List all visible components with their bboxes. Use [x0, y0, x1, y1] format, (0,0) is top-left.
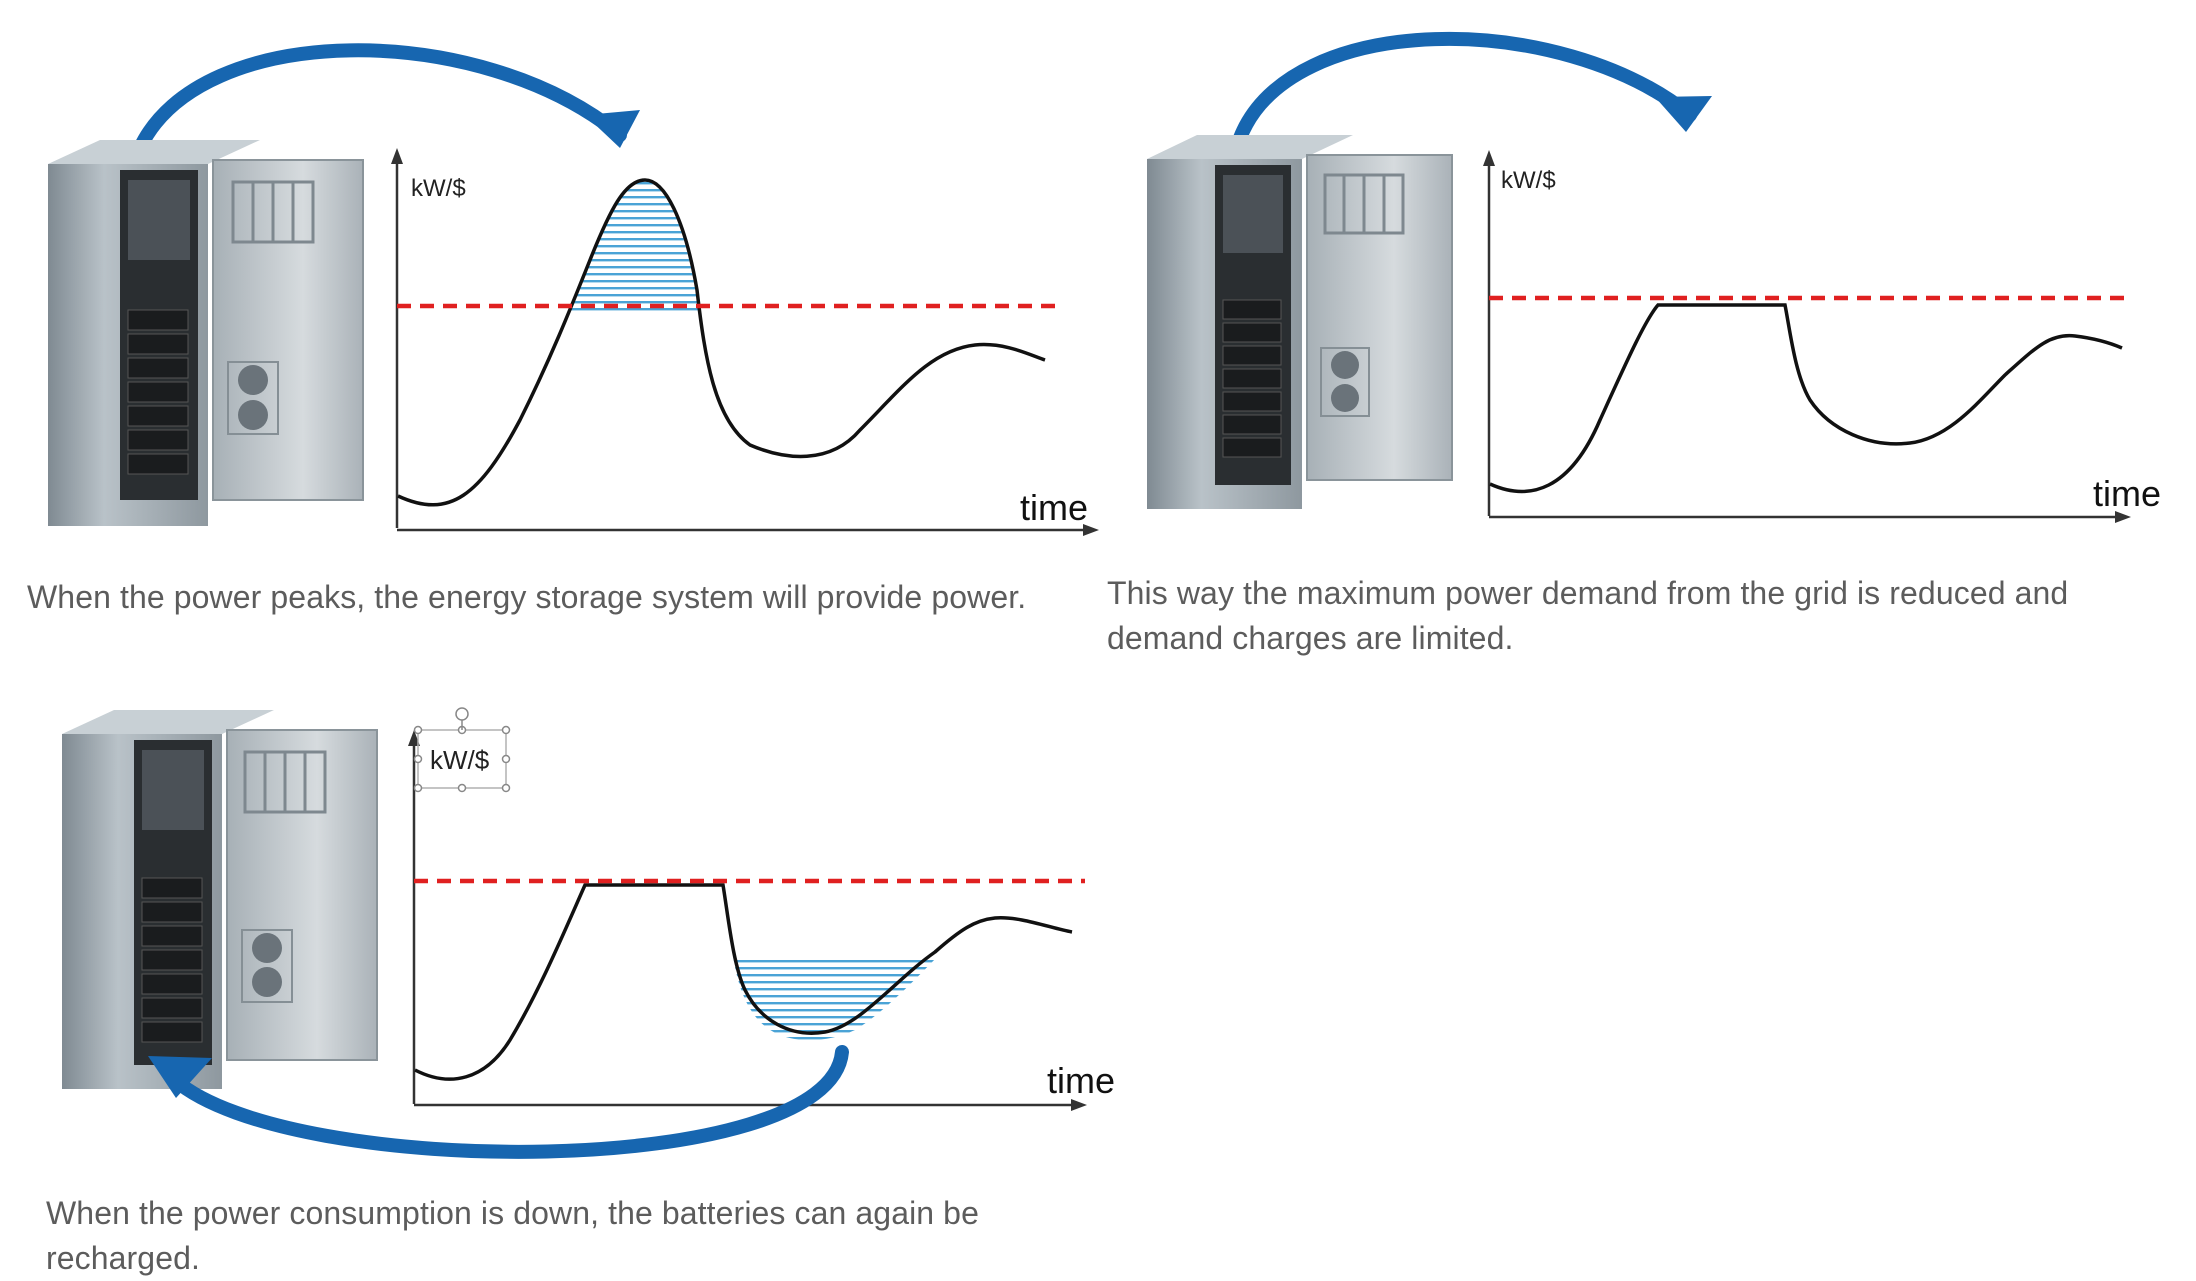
chart-recharge: kW/$ time	[408, 707, 1115, 1111]
y-axis-label: kW/$	[1501, 167, 1556, 194]
peak-shaded-region	[568, 180, 700, 313]
panel-1-graphic: kW/$ time	[48, 43, 1099, 536]
caption-peak: When the power peaks, the energy storage…	[27, 579, 1027, 615]
curved-arrow-icon	[1233, 32, 1697, 145]
caption-recharge: When the power consumption is down, the …	[46, 1195, 979, 1276]
x-axis-label: time	[1047, 1060, 1115, 1101]
arrow-head	[585, 110, 640, 148]
rotate-handle-icon	[455, 707, 469, 721]
diagram-panel-peak: kW/$ time	[0, 0, 1100, 560]
x-axis-label: time	[1020, 487, 1088, 528]
energy-storage-cabinet-icon	[48, 140, 364, 526]
diagram-panel-recharge: kW/$ time	[0, 680, 1140, 1200]
curved-arrow-icon	[168, 1045, 849, 1159]
label-selection-box	[413, 707, 511, 793]
curved-arrow-icon	[133, 43, 627, 155]
panel-3-graphic: kW/$ time	[62, 707, 1115, 1159]
diagram-panel-reduced-demand: kW/$ time	[1100, 0, 2196, 560]
panel-2-graphic: kW/$ time	[1147, 32, 2161, 523]
energy-storage-cabinet-icon	[62, 710, 378, 1089]
x-axis-label: time	[2093, 473, 2161, 514]
power-curve	[397, 178, 1046, 507]
power-curve	[414, 883, 1073, 1081]
chart-peak: kW/$ time	[391, 148, 1099, 536]
arrow-head	[1655, 96, 1712, 132]
trough-shaded-region	[733, 956, 938, 1041]
power-curve	[1489, 303, 2123, 494]
y-axis-label: kW/$	[430, 745, 490, 775]
caption-reduced-demand: This way the maximum power demand from t…	[1107, 575, 2069, 656]
arrow-head	[148, 1056, 212, 1098]
chart-reduced-demand: kW/$ time	[1483, 150, 2161, 523]
energy-storage-cabinet-icon	[1147, 135, 1453, 509]
y-axis-label: kW/$	[411, 175, 466, 202]
